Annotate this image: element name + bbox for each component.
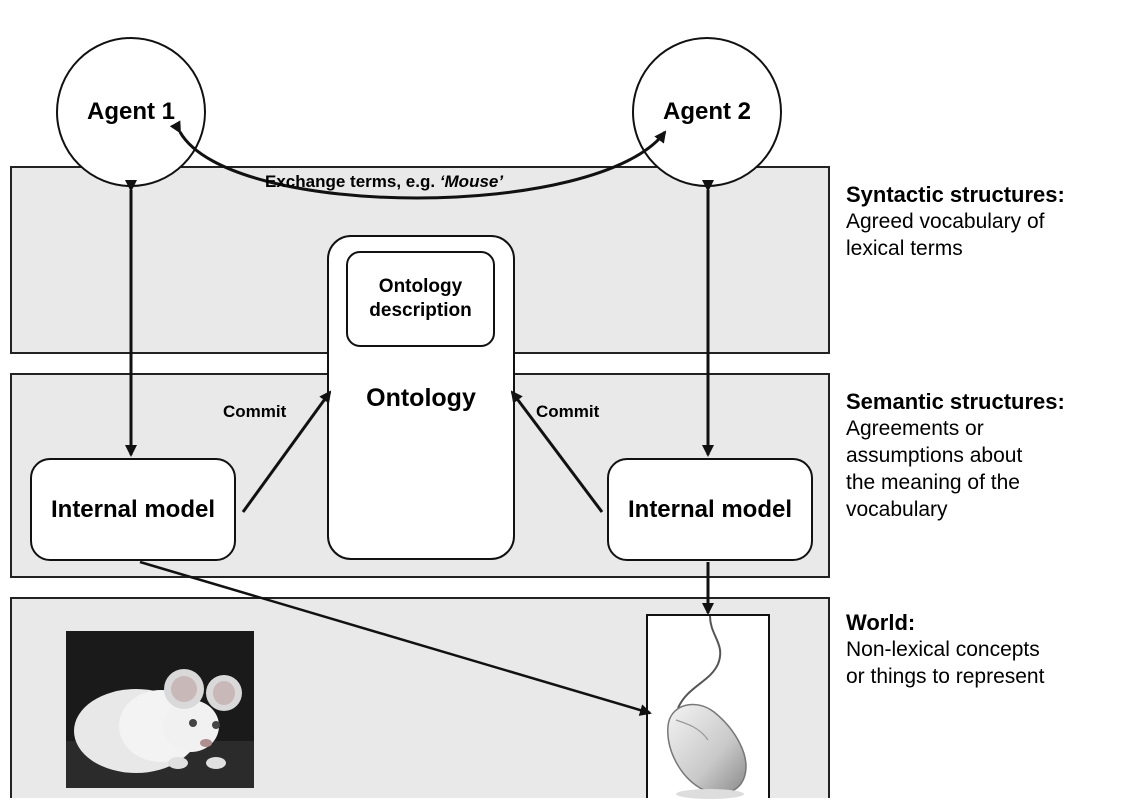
semantic-line: assumptions about [846,444,1023,467]
agent-2-node: Agent 2 [632,37,782,187]
ontology-description-box: Ontology description [346,251,495,347]
world-line: Non-lexical concepts [846,638,1040,661]
internal-model-left: Internal model [30,458,236,561]
internal-model-right: Internal model [607,458,813,561]
semantic-heading: Semantic structures: [846,389,1065,414]
semantic-line: vocabulary [846,498,948,521]
commit-left-label: Commit [223,402,287,421]
exchange-term: ‘Mouse’ [439,172,504,191]
syntactic-line: lexical terms [846,237,963,260]
world-line: or things to represent [846,665,1045,688]
exchange-label: Exchange terms, e.g. ‘Mouse’ [265,172,503,192]
semantic-line: the meaning of the [846,471,1020,494]
computer-mouse-frame [646,614,770,799]
semantic-line: Agreements or [846,417,984,440]
world-description: World: Non-lexical concepts or things to… [846,609,1044,690]
agent-1-node: Agent 1 [56,37,206,187]
exchange-prefix: Exchange terms, e.g. [265,172,440,191]
semantic-description: Semantic structures: Agreements or assum… [846,388,1065,523]
syntactic-description: Syntactic structures: Agreed vocabulary … [846,181,1065,262]
syntactic-line: Agreed vocabulary of [846,210,1045,233]
computer-mouse-photo [667,615,747,799]
syntactic-heading: Syntactic structures: [846,182,1065,207]
ontology-label: Ontology [366,384,476,412]
world-heading: World: [846,610,916,635]
commit-right-label: Commit [536,402,600,421]
lab-mouse-photo [66,631,254,788]
